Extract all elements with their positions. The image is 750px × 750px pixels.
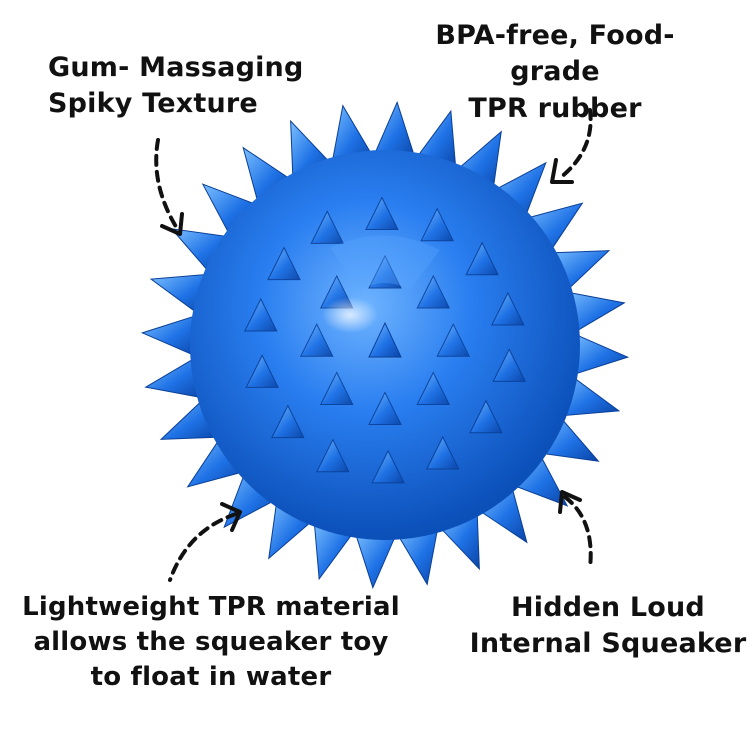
dashed-arrow-icon: [168, 512, 238, 582]
surface-spike: [416, 274, 451, 309]
callout-hidden-squeaker: Hidden Loud Internal Squeaker: [469, 592, 747, 660]
spike: [571, 332, 630, 376]
surface-spike: [416, 371, 451, 405]
spike: [140, 314, 199, 358]
surface-spike: [365, 196, 399, 230]
dashed-arrow-icon: [154, 138, 180, 232]
surface-spike: [436, 323, 471, 357]
dashed-arrow-icon: [563, 495, 593, 570]
inner-spikes: [243, 196, 527, 484]
arrowhead-icon: [550, 158, 574, 184]
arrowhead-icon: [220, 502, 242, 532]
ball-emboss: [330, 235, 440, 290]
surface-spike: [492, 348, 527, 382]
surface-spike: [420, 207, 455, 242]
spike: [354, 531, 398, 590]
surface-spike: [315, 438, 350, 473]
surface-spike: [469, 399, 503, 434]
surface-spike: [245, 354, 279, 388]
surface-spike: [267, 246, 301, 281]
callout-bpa-free: BPA-free, Food-grade TPR rubber: [435, 20, 675, 124]
surface-spike: [368, 391, 402, 425]
surface-spike: [491, 291, 525, 326]
ball-highlight: [322, 297, 378, 333]
surface-spike: [368, 254, 402, 289]
callout-gum-massaging: Gum- Massaging Spiky Texture: [48, 52, 304, 120]
surface-spike: [243, 297, 278, 332]
outer-spikes: [140, 100, 630, 590]
dashed-arrow-icon: [558, 108, 593, 180]
surface-spike: [271, 404, 305, 439]
arrowhead-icon: [160, 212, 184, 236]
surface-spike: [319, 371, 354, 405]
surface-spike: [465, 241, 499, 276]
arrowhead-icon: [558, 490, 582, 514]
surface-spike: [310, 210, 345, 244]
surface-spike: [368, 321, 402, 358]
surface-spike: [425, 435, 460, 470]
callout-lightweight-float: Lightweight TPR material allows the sque…: [22, 592, 400, 693]
surface-spike: [371, 449, 405, 484]
surface-spike: [299, 323, 334, 357]
